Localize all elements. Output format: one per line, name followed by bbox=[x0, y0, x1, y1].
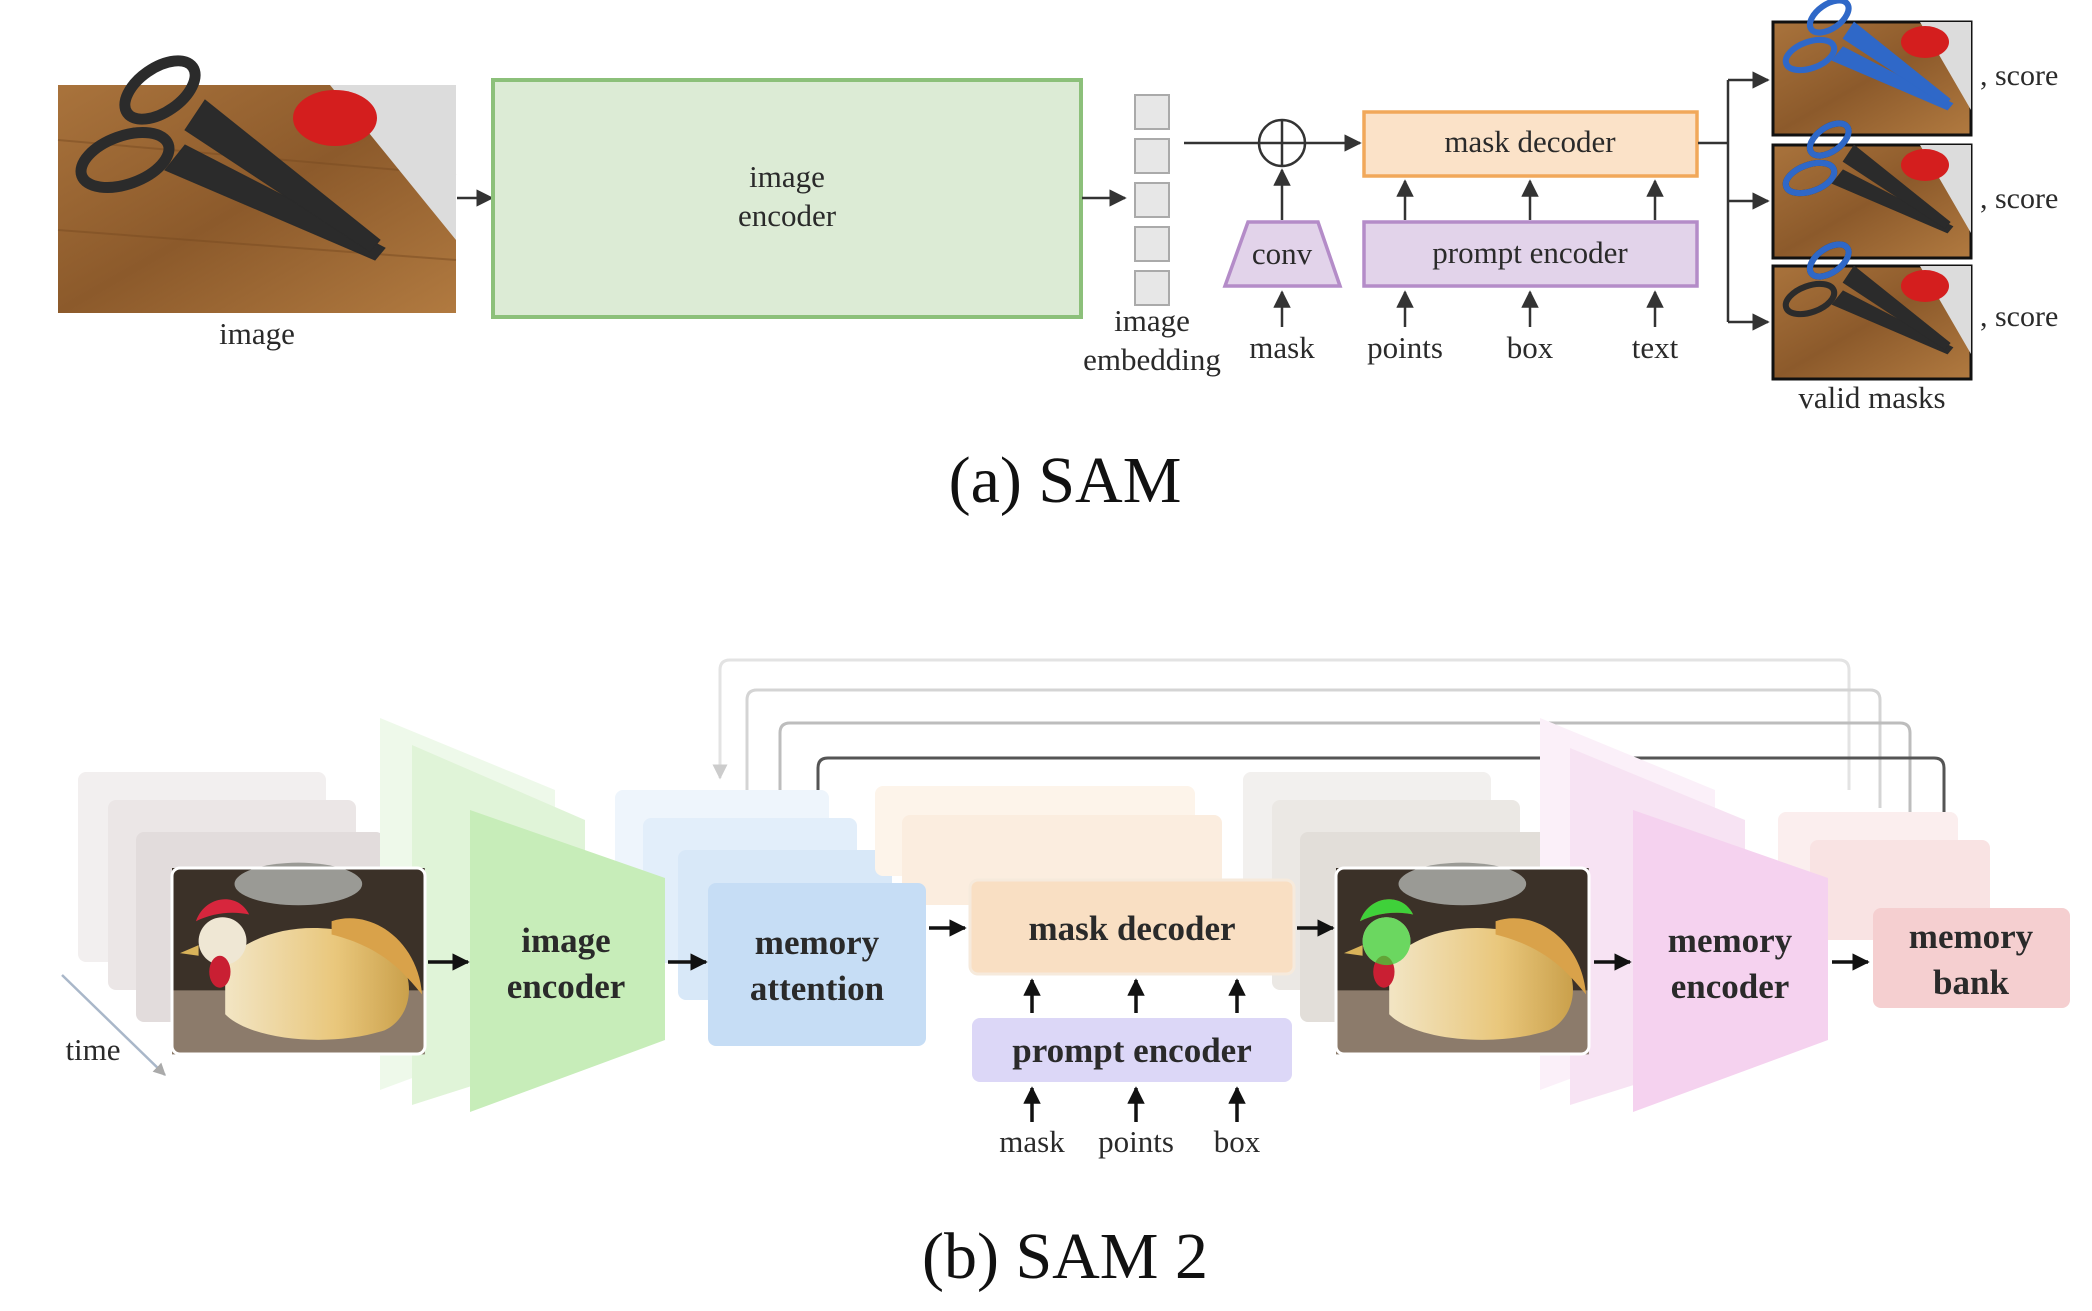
sam2-memory-encoder-line1: memory bbox=[1668, 921, 1793, 960]
sam2-output-frame bbox=[1336, 862, 1589, 1055]
sam2-image-encoder-line2: encoder bbox=[507, 967, 626, 1006]
sam2-panel: time image encoder memory attention mask… bbox=[61, 658, 2070, 1293]
sam-input-mask: mask bbox=[1249, 330, 1315, 365]
clock-arrow-icon bbox=[61, 974, 166, 1076]
sam-caption: (a) SAM bbox=[949, 444, 1182, 517]
sam-input-text: text bbox=[1632, 330, 1679, 365]
sam-panel: image image encoder image embedding conv bbox=[57, 0, 2058, 517]
sam-score-1: , score bbox=[1980, 59, 2058, 92]
sam-input-image bbox=[57, 49, 457, 313]
sam-input-points: points bbox=[1367, 330, 1443, 365]
sam-score-3: , score bbox=[1980, 300, 2058, 333]
sam-image-encoder-line1: image bbox=[749, 159, 825, 194]
sam2-prompt-encoder-label: prompt encoder bbox=[1012, 1031, 1251, 1070]
sam2-input-mask: mask bbox=[999, 1124, 1065, 1159]
sam-image-label: image bbox=[219, 316, 295, 351]
sam2-memory-bank bbox=[1873, 908, 2070, 1008]
memory-feedback-loops bbox=[712, 658, 1946, 879]
sam-prompt-encoder-label: prompt encoder bbox=[1432, 235, 1628, 270]
sam-valid-mask-1 bbox=[1771, 0, 1973, 137]
sam2-memory-attention-line2: attention bbox=[750, 969, 884, 1008]
sam-embedding-label-2: embedding bbox=[1083, 342, 1221, 377]
sam2-memory-bank-line1: memory bbox=[1909, 917, 2034, 956]
sam-valid-masks-label: valid masks bbox=[1798, 380, 1945, 415]
sam2-memory-attention bbox=[708, 883, 926, 1046]
sam-image-embedding bbox=[1134, 94, 1170, 306]
sam-image-encoder-line2: encoder bbox=[738, 198, 837, 233]
sam2-image-encoder bbox=[470, 810, 665, 1112]
sam2-memory-bank-line2: bank bbox=[1933, 963, 2009, 1002]
sam2-prompt-encoder bbox=[972, 1018, 1292, 1082]
sam-conv-label: conv bbox=[1252, 236, 1313, 271]
sam2-mask-decoder-label: mask decoder bbox=[1028, 909, 1235, 948]
sam2-caption: (b) SAM 2 bbox=[922, 1220, 1208, 1293]
sam2-input-box: box bbox=[1214, 1124, 1261, 1159]
sam-prompt-encoder bbox=[1362, 220, 1699, 288]
sam2-input-points: points bbox=[1098, 1124, 1174, 1159]
sam2-memory-attention-line1: memory bbox=[755, 923, 880, 962]
sam2-input-frame bbox=[172, 862, 425, 1055]
sam2-mask-decoder bbox=[968, 878, 1296, 976]
sam2-time-label: time bbox=[65, 1032, 120, 1067]
sam-embedding-label-1: image bbox=[1114, 303, 1190, 338]
sam2-memory-encoder bbox=[1633, 810, 1828, 1112]
sam-conv-block bbox=[1222, 220, 1343, 288]
sam-mask-decoder-label: mask decoder bbox=[1444, 124, 1616, 159]
sam2-prompt-arrows bbox=[1023, 978, 1246, 1122]
sam-image-encoder bbox=[491, 78, 1083, 319]
sam-mask-decoder bbox=[1362, 110, 1699, 178]
sam2-image-encoder-line1: image bbox=[521, 921, 610, 960]
sam2-memory-encoder-line2: encoder bbox=[1671, 967, 1790, 1006]
sam-input-box: box bbox=[1507, 330, 1554, 365]
sam-valid-mask-2 bbox=[1771, 117, 1973, 260]
plus-circle-icon bbox=[1257, 118, 1307, 168]
sam-output-arrows bbox=[1698, 71, 1770, 331]
sam-score-2: , score bbox=[1980, 182, 2058, 215]
sam-valid-mask-3 bbox=[1771, 238, 1973, 381]
prompt-to-decoder-arrows bbox=[1396, 179, 1664, 327]
